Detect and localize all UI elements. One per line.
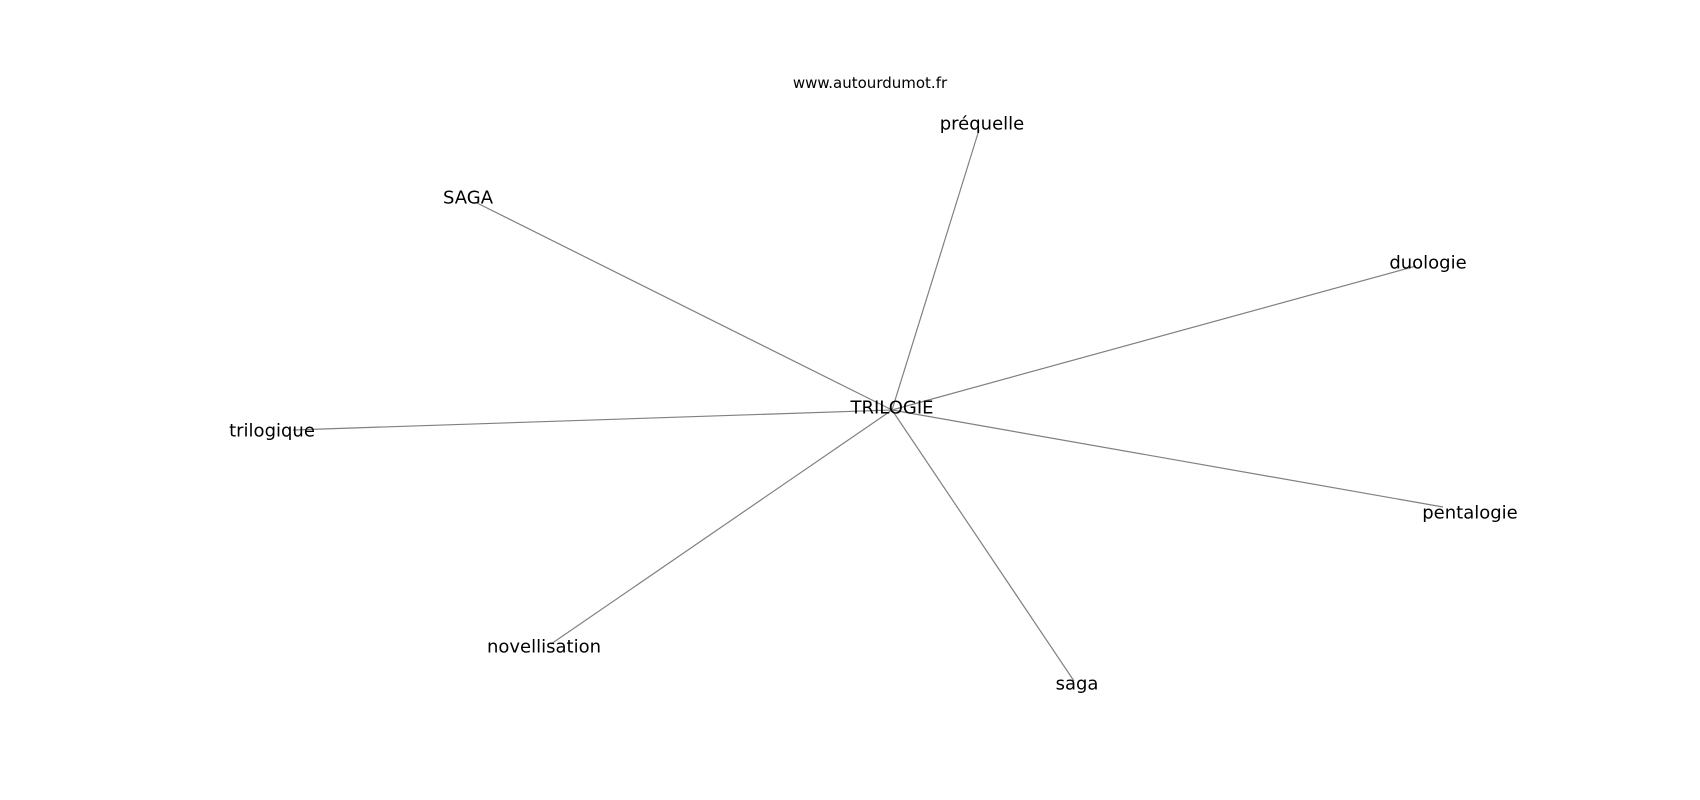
edge-3 (292, 409, 893, 431)
word-node[interactable]: pentalogie (1422, 502, 1518, 524)
center-node[interactable]: TRILOGIE (850, 397, 934, 419)
site-watermark: www.autourdumot.fr (792, 74, 948, 92)
edge-5 (550, 409, 893, 645)
word-node[interactable]: novellisation (486, 636, 602, 658)
word-node[interactable]: trilogique (229, 420, 315, 442)
edge-0 (891, 129, 980, 411)
word-node[interactable]: saga (1055, 673, 1099, 695)
word-node[interactable]: préquelle (939, 113, 1025, 135)
edge-4 (891, 409, 1444, 508)
word-node[interactable]: SAGA (442, 187, 494, 209)
word-node[interactable]: duologie (1389, 252, 1467, 274)
edge-6 (891, 409, 1075, 682)
edge-2 (891, 265, 1417, 411)
edge-1 (476, 202, 893, 411)
